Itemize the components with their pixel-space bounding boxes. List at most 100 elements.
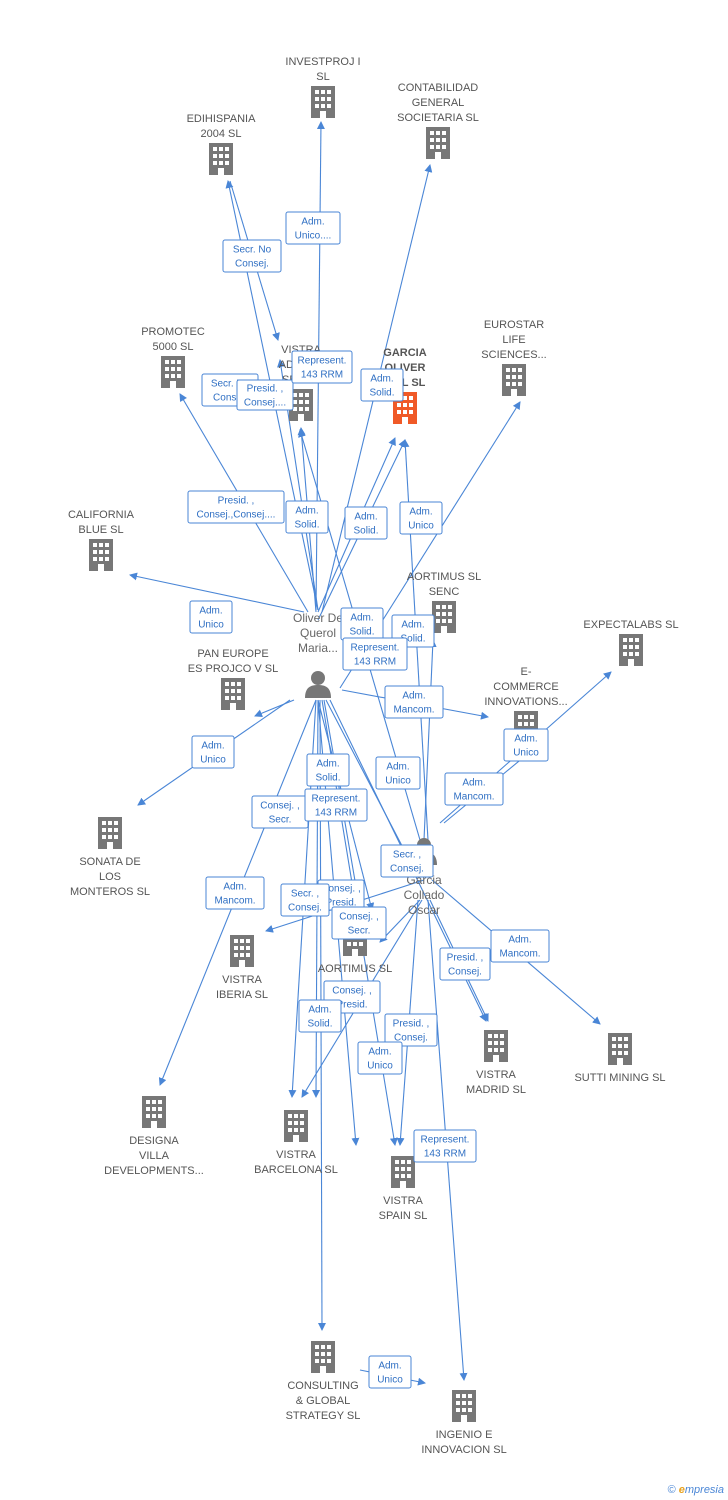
building-icon bbox=[209, 143, 233, 175]
relation-box bbox=[285, 500, 329, 534]
relation-box bbox=[304, 788, 368, 822]
relation-label-r35[interactable]: Adm.Unico bbox=[368, 1355, 412, 1389]
company-label: SL bbox=[316, 71, 329, 83]
company-label: E- bbox=[521, 666, 532, 678]
company-label: SONATA DE bbox=[79, 856, 140, 868]
relation-label-r1[interactable]: Adm.Unico.... bbox=[285, 211, 341, 245]
company-label: INVESTPROJ I bbox=[285, 56, 360, 68]
relation-label-r29[interactable]: Presid. ,Consej. bbox=[439, 947, 491, 981]
company-node-sutti[interactable]: SUTTI MINING SL bbox=[574, 1033, 666, 1084]
relation-label-r21[interactable]: Consej. ,Secr. bbox=[251, 795, 309, 829]
company-node-investproj[interactable]: INVESTPROJ I SL bbox=[285, 56, 361, 118]
relation-box bbox=[357, 1041, 403, 1075]
relation-label-r31[interactable]: Adm.Solid. bbox=[298, 999, 342, 1033]
copyright-symbol: © bbox=[667, 1484, 676, 1496]
company-node-expectalabs[interactable]: EXPECTALABS SL bbox=[583, 619, 679, 666]
building-icon bbox=[311, 1341, 335, 1373]
brand-initial: e bbox=[678, 1484, 685, 1496]
footer-brand: © empresia bbox=[668, 1484, 724, 1496]
company-label: PROMOTEC bbox=[141, 326, 205, 338]
company-label: LOS bbox=[99, 871, 121, 883]
relation-text: Adm. bbox=[370, 374, 393, 385]
relation-label-r15[interactable]: Adm.Mancom. bbox=[384, 685, 444, 719]
relation-text: Secr. No bbox=[233, 245, 272, 256]
relation-label-r12[interactable]: Adm.Solid. bbox=[340, 607, 384, 641]
company-label: SPAIN SL bbox=[379, 1210, 428, 1222]
relation-text: Represent. bbox=[351, 643, 400, 654]
relation-label-r28[interactable]: Adm.Mancom. bbox=[490, 929, 550, 963]
relation-box bbox=[503, 728, 549, 762]
relation-label-r4[interactable]: Presid. ,Consej.... bbox=[236, 379, 294, 411]
company-label: ES PROJCO V SL bbox=[188, 663, 278, 675]
relation-box bbox=[375, 756, 421, 790]
relation-label-r7[interactable]: Presid. ,Consej.,Consej.... bbox=[187, 490, 285, 524]
company-node-designa[interactable]: DESIGNAVILLADEVELOPMENTS... bbox=[104, 1096, 204, 1177]
relation-label-r10[interactable]: Adm.Unico bbox=[399, 501, 443, 535]
relation-text: Consej.... bbox=[244, 398, 286, 409]
relation-label-r22[interactable]: Represent.143 RRM bbox=[304, 788, 368, 822]
relation-label-r34[interactable]: Represent.143 RRM bbox=[413, 1129, 477, 1163]
relation-text: Adm. bbox=[409, 507, 432, 518]
relation-label-r11[interactable]: Adm.Unico bbox=[189, 600, 233, 634]
company-label: EUROSTAR bbox=[484, 319, 544, 331]
relation-label-r23[interactable]: Secr. ,Consej. bbox=[380, 844, 434, 878]
relation-box bbox=[399, 501, 443, 535]
relation-box bbox=[191, 735, 235, 769]
relation-label-r8[interactable]: Adm.Solid. bbox=[285, 500, 329, 534]
relation-label-r16[interactable]: Adm.Unico bbox=[503, 728, 549, 762]
relation-text: Adm. bbox=[402, 691, 425, 702]
building-icon bbox=[426, 127, 450, 159]
company-node-aortimus[interactable]: AORTIMUS SL bbox=[318, 924, 392, 975]
company-label: SOCIETARIA SL bbox=[397, 112, 479, 124]
relation-text: Adm. bbox=[350, 613, 373, 624]
company-label: CONSULTING bbox=[287, 1380, 358, 1392]
relation-label-r32[interactable]: Presid. ,Consej. bbox=[384, 1013, 438, 1047]
relation-box bbox=[280, 883, 330, 917]
company-label: SUTTI MINING SL bbox=[574, 1072, 665, 1084]
relation-label-r9[interactable]: Adm.Solid. bbox=[344, 506, 388, 540]
person-label: Querol bbox=[300, 626, 336, 640]
relation-box bbox=[189, 600, 233, 634]
relation-label-r5[interactable]: Represent.143 RRM bbox=[291, 350, 353, 384]
relation-box bbox=[490, 929, 550, 963]
person-node-oliver[interactable]: Oliver DeQuerolMaria... bbox=[293, 611, 343, 698]
relation-label-r18[interactable]: Adm.Solid. bbox=[306, 753, 350, 787]
company-label: 2004 SL bbox=[201, 128, 242, 140]
edge-line bbox=[423, 639, 437, 841]
relation-label-r6[interactable]: Adm.Solid. bbox=[360, 368, 404, 402]
company-node-eurostar[interactable]: EUROSTARLIFESCIENCES... bbox=[481, 319, 547, 396]
relation-label-r24[interactable]: Adm.Mancom. bbox=[205, 876, 265, 910]
relation-label-r20[interactable]: Adm.Mancom. bbox=[444, 772, 504, 806]
relation-text: Mancom. bbox=[499, 949, 540, 960]
relation-label-r26[interactable]: Secr. ,Consej. bbox=[280, 883, 330, 917]
company-node-edihispania[interactable]: EDIHISPANIA 2004 SL bbox=[187, 113, 257, 175]
relation-label-r33[interactable]: Adm.Unico bbox=[357, 1041, 403, 1075]
relation-box bbox=[187, 490, 285, 524]
relation-label-r17[interactable]: Adm.Unico bbox=[191, 735, 235, 769]
company-node-ecommerce[interactable]: E-COMMERCEINNOVATIONS... bbox=[484, 666, 568, 743]
company-label: CALIFORNIA bbox=[68, 509, 135, 521]
relation-text: Presid. bbox=[336, 1000, 367, 1011]
relation-label-r14[interactable]: Represent.143 RRM bbox=[342, 637, 408, 671]
relation-text: Presid. , bbox=[447, 953, 484, 964]
relation-label-r19[interactable]: Adm.Unico bbox=[375, 756, 421, 790]
person-label: Maria... bbox=[298, 641, 338, 655]
edge-line bbox=[379, 899, 421, 943]
company-label: EDIHISPANIA bbox=[187, 113, 257, 125]
relation-label-r27[interactable]: Consej. ,Secr. bbox=[331, 906, 387, 940]
relation-box bbox=[380, 844, 434, 878]
